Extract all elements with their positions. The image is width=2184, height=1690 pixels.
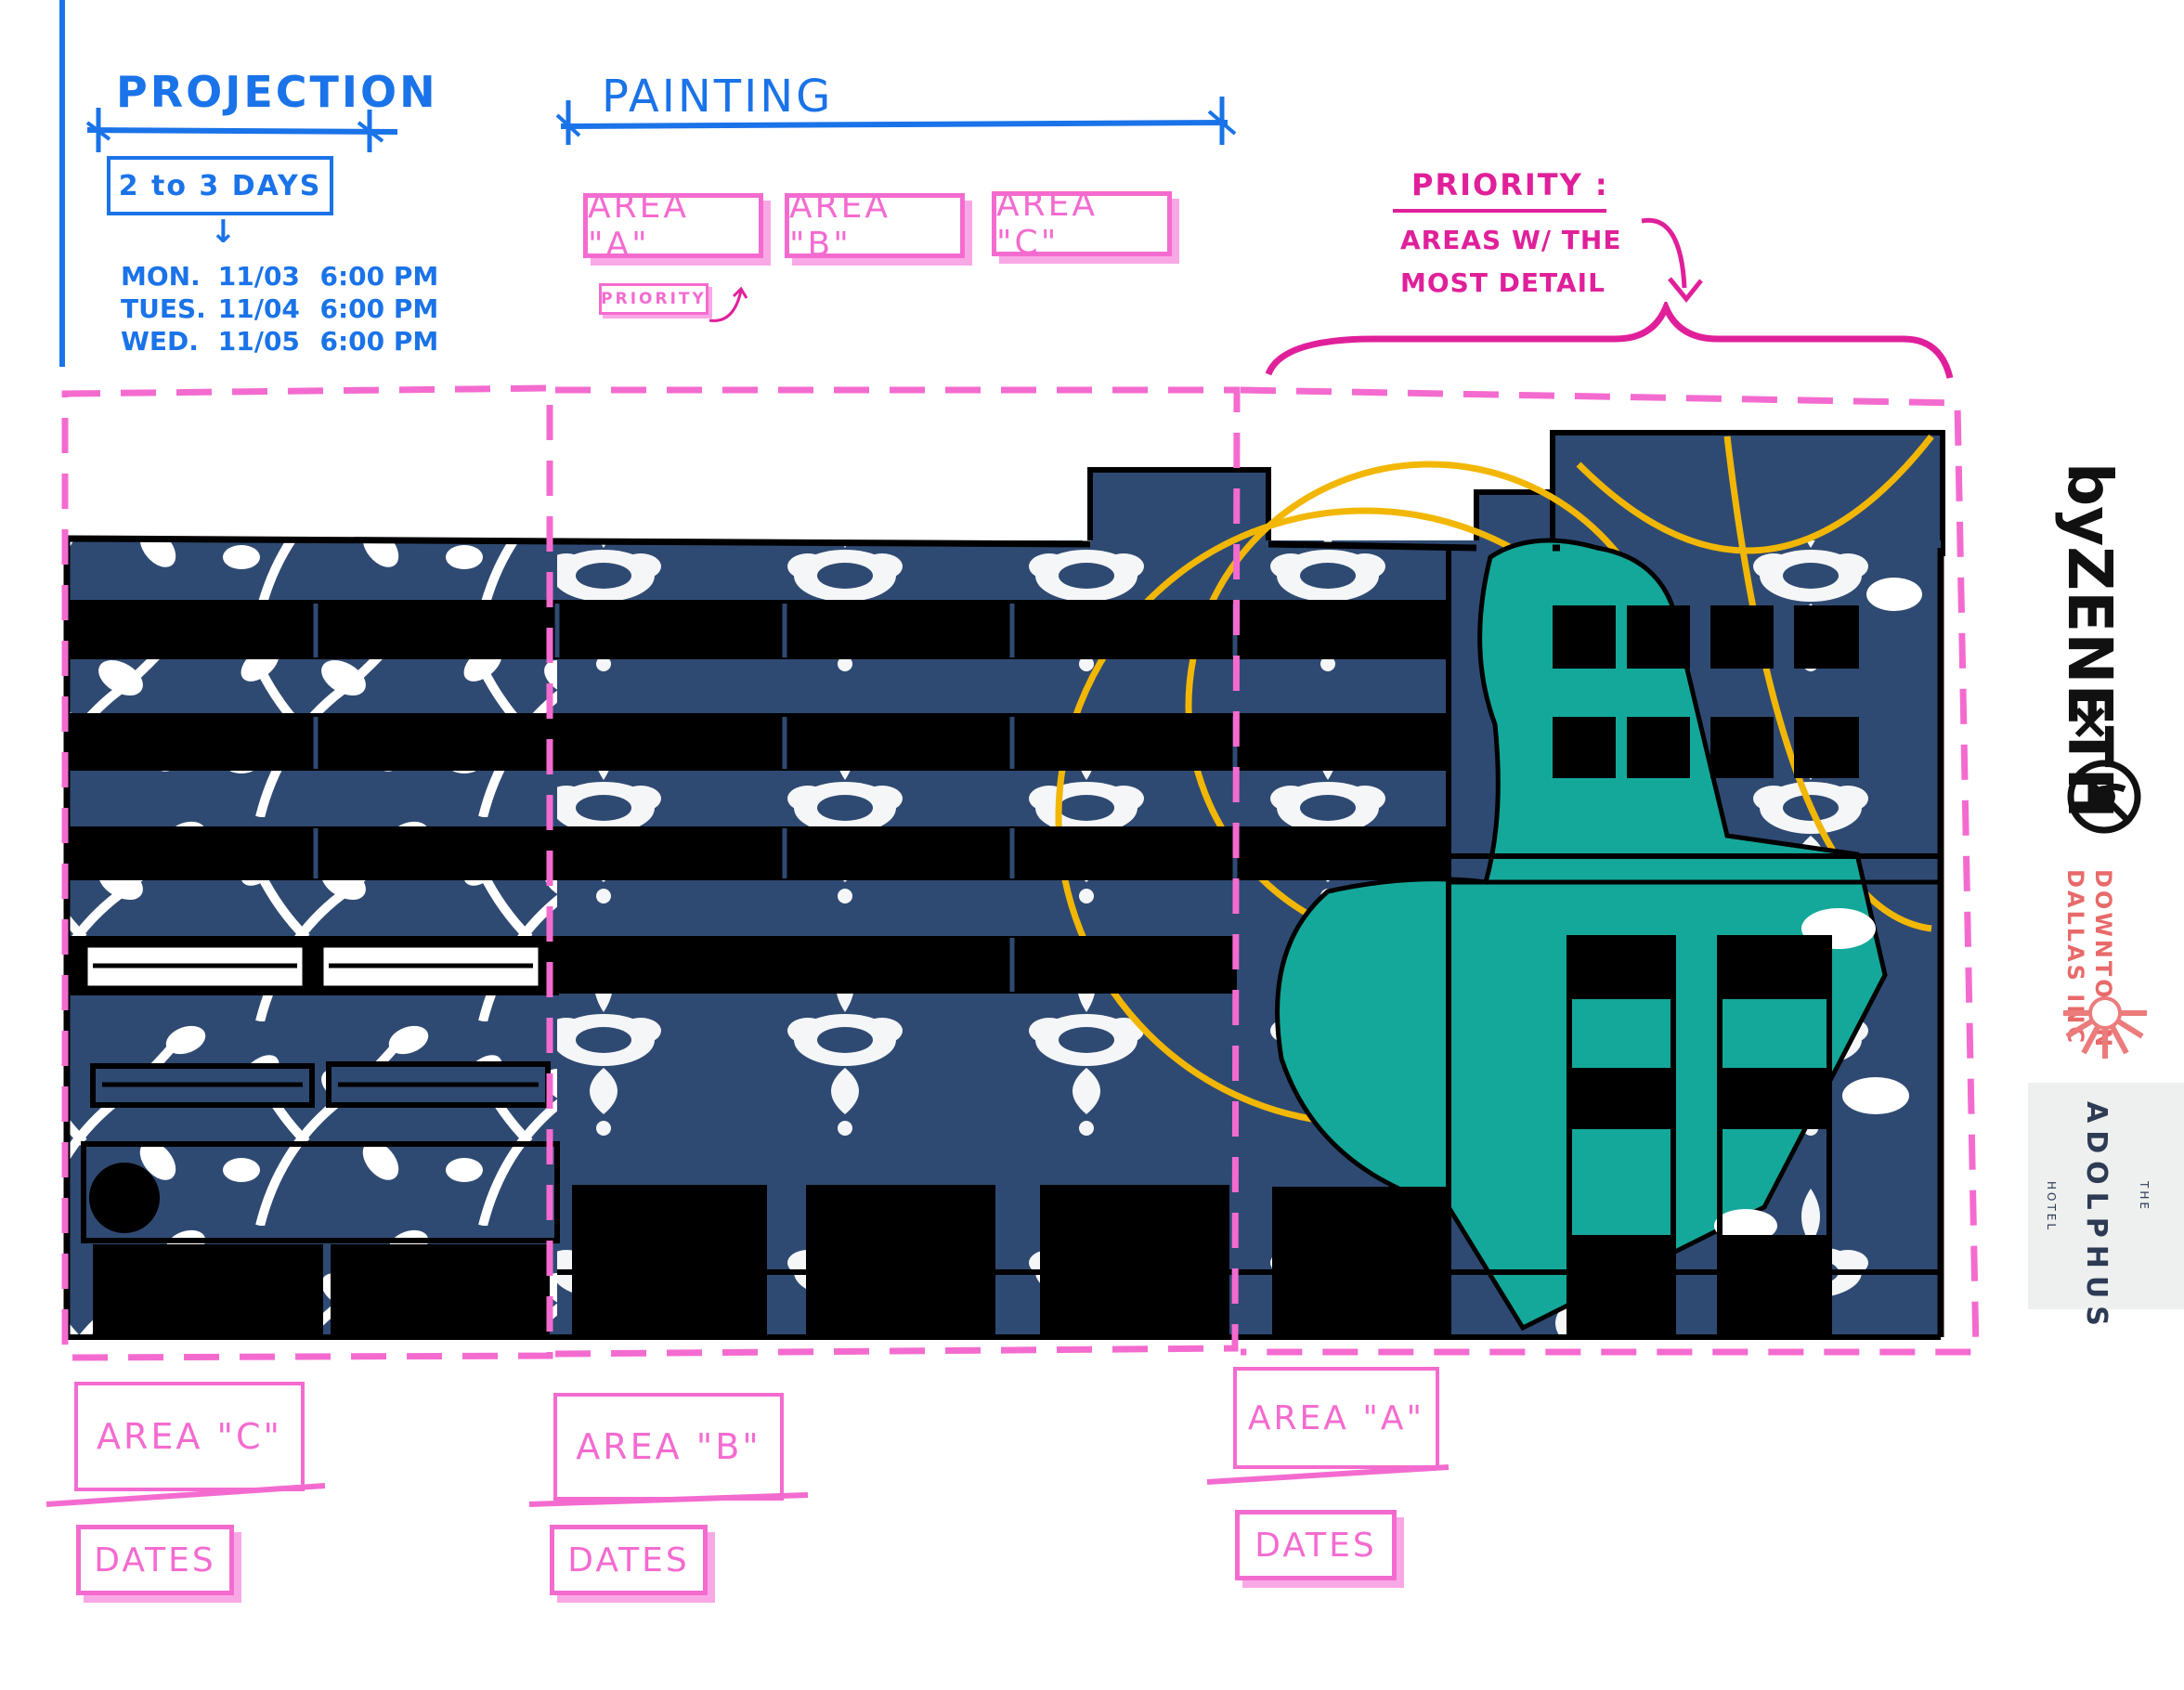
priority-tag: PRIORITY bbox=[599, 283, 708, 315]
down-arrow-icon: ↓ bbox=[210, 214, 237, 251]
priority-curve-arrow-icon bbox=[1641, 217, 1703, 303]
adolphus-logo: THE ADOLPHUS HOTEL bbox=[2028, 1083, 2184, 1333]
dates-box-b: DATES bbox=[550, 1525, 708, 1595]
schedule-row: WED. 11/05 6:00 PM bbox=[121, 326, 439, 357]
downtown-dallas-logo: DOWNTOWN DALLAS INC bbox=[2062, 869, 2116, 1050]
painting-area-a: AREA "A" bbox=[583, 188, 763, 264]
painting-area-b: AREA "B" bbox=[785, 188, 965, 264]
duration-box: 2 to 3 DAYS bbox=[107, 156, 333, 215]
facade-area-c-label: AREA "C" bbox=[74, 1382, 305, 1491]
statue-windows bbox=[1553, 605, 1859, 1337]
adolphus-the: THE bbox=[2138, 1181, 2151, 1212]
painting-title: PAINTING bbox=[602, 71, 834, 123]
area-frames bbox=[61, 384, 1980, 1361]
schedule-row: MON. 11/03 6:00 PM bbox=[121, 261, 439, 292]
ground-openings bbox=[93, 1185, 1449, 1337]
teal-statue bbox=[1275, 538, 1888, 1332]
byzeneth-logo: byZENETH bbox=[2054, 462, 2126, 819]
priority-brace bbox=[1265, 302, 1954, 379]
margin-line bbox=[59, 0, 65, 367]
times-sign: × bbox=[2069, 692, 2112, 750]
priority-arrow-icon bbox=[708, 286, 748, 322]
painting-timeline bbox=[555, 97, 1237, 145]
schedule-list: MON. 11/03 6:00 PM TUES. 11/04 6:00 PM W… bbox=[121, 260, 438, 358]
window-bands bbox=[67, 600, 1449, 995]
duration-label: 2 to 3 DAYS bbox=[118, 169, 322, 202]
partner-emblem-icon bbox=[2067, 760, 2141, 834]
dates-box-a: DATES bbox=[1235, 1510, 1397, 1580]
roof-tower-left bbox=[1087, 467, 1271, 547]
adolphus-hotel: HOTEL bbox=[2045, 1181, 2058, 1233]
facade-area-a-label: AREA "A" bbox=[1233, 1367, 1439, 1469]
priority-note-title: PRIORITY : bbox=[1411, 167, 1609, 202]
sunburst-icon bbox=[2063, 996, 2147, 1059]
vent-grilles bbox=[83, 942, 551, 1108]
priority-note-line2: MOST DETAIL bbox=[1400, 267, 1606, 298]
adolphus-name: ADOLPHUS bbox=[2080, 1101, 2112, 1333]
painting-area-c: AREA "C" bbox=[992, 186, 1172, 262]
priority-note-line1: AREAS W/ THE bbox=[1400, 225, 1622, 255]
dark-blob bbox=[89, 1163, 160, 1233]
dates-box-c: DATES bbox=[76, 1525, 234, 1595]
schedule-row: TUES. 11/04 6:00 PM bbox=[121, 293, 439, 324]
projection-title: PROJECTION bbox=[116, 67, 438, 117]
priority-note-underline bbox=[1393, 209, 1606, 213]
area-label-baselines bbox=[46, 1464, 1450, 1507]
projection-timeline bbox=[85, 108, 398, 152]
